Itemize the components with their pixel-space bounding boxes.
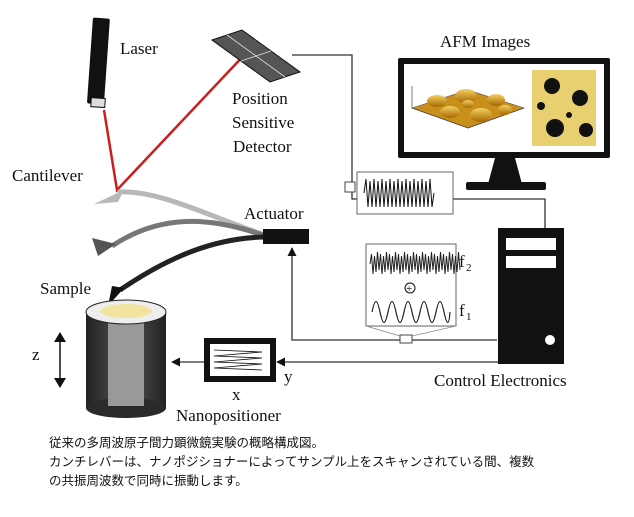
psd-label-line2: Sensitive (232, 113, 294, 132)
nanopositioner-controller (204, 338, 276, 382)
caption-line-2: カンチレバーは、ナノポジショナーによってサンプル上をスキャンされている間、複数 (49, 454, 535, 469)
nanopositioner-stage (85, 299, 167, 418)
caption-line-3: の共振周波数で同時に振動します。 (49, 473, 248, 488)
sample-label: Sample (40, 279, 91, 298)
afm-images-label: AFM Images (440, 32, 530, 51)
psd-label-line1: Position (232, 89, 288, 108)
nanopositioner-label: Nanopositioner (176, 406, 281, 425)
z-axis-label: z (32, 345, 40, 364)
control-electronics-tower (498, 228, 564, 364)
laser-device (87, 17, 110, 109)
detector-signal-inset (344, 171, 454, 215)
signal-wires (171, 54, 546, 367)
f2-subscript: 2 (466, 262, 472, 274)
psd-label-line3: Detector (233, 137, 292, 156)
actuator (263, 229, 309, 244)
f1-label: f (459, 301, 465, 320)
cantilever-label: Cantilever (12, 166, 83, 185)
sum-symbol: + (406, 283, 412, 295)
z-axis-arrow (54, 332, 66, 388)
figure-caption: 従来の多周波原子間力顕微鏡実験の概略構成図。 カンチレバーは、ナノポジショナーに… (49, 433, 629, 490)
drive-signal-inset (365, 243, 461, 344)
actuator-label: Actuator (244, 204, 304, 223)
position-sensitive-detector (210, 29, 302, 83)
f1-subscript: 1 (466, 311, 472, 323)
f2-label: f (459, 252, 465, 271)
x-axis-label: x (232, 385, 241, 404)
cantilever (92, 189, 266, 306)
control-electronics-label: Control Electronics (434, 371, 567, 390)
laser-beam (102, 51, 248, 193)
caption-line-1: 従来の多周波原子間力顕微鏡実験の概略構成図。 (49, 435, 325, 450)
y-axis-label: y (284, 367, 293, 386)
laser-label: Laser (120, 39, 158, 58)
afm-2d-topography-image (532, 70, 596, 146)
afm-3d-topography-image (411, 86, 525, 129)
afm-setup-diagram: Laser Position Sensitive Detector AFM Im… (12, 17, 610, 425)
